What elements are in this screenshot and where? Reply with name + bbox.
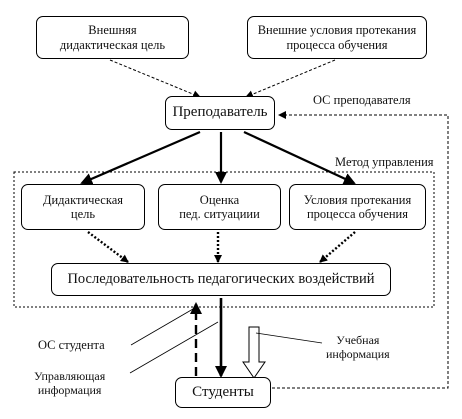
arrow-teacher-to-didactic-goal (80, 130, 201, 185)
external-conditions-box: Внешние условия протекания процесса обуч… (247, 16, 427, 59)
pedagogical-sequence-box: Последовательность педагогических воздей… (51, 263, 391, 296)
students-box: Студенты (175, 377, 271, 408)
teacher-feedback-label: ОС преподавателя (313, 93, 411, 107)
teacher-box: Преподаватель (165, 96, 275, 130)
arrow-external-conditions-to-teacher (245, 59, 336, 99)
arrow-teacher-to-conditions (243, 131, 356, 185)
leader-student-feedback (130, 308, 194, 346)
external-goal-box: Внешняя дидактическая цель (36, 16, 189, 59)
educational-information-label: Учебная информация (326, 333, 390, 361)
situation-assessment-box: Оценка пед. ситуациии (158, 184, 281, 230)
arrow-didactic-goal-to-sequence (87, 231, 129, 263)
leader-control-information (129, 321, 219, 374)
arrow-conditions-to-sequence (319, 231, 356, 263)
learning-conditions-box: Условия протекания процесса обучения (289, 184, 426, 230)
arrow-external-goal-to-teacher (109, 59, 201, 99)
didactic-goal-box: Дидактическая цель (21, 184, 145, 230)
control-information-label: Управляющая информация (34, 369, 106, 397)
control-method-label: Метод управления (335, 155, 434, 169)
student-feedback-label: ОС студента (38, 338, 105, 352)
leader-educational-information (255, 332, 323, 344)
arrow-educational-information (242, 326, 266, 379)
teacher-feedback-loop (272, 111, 449, 389)
